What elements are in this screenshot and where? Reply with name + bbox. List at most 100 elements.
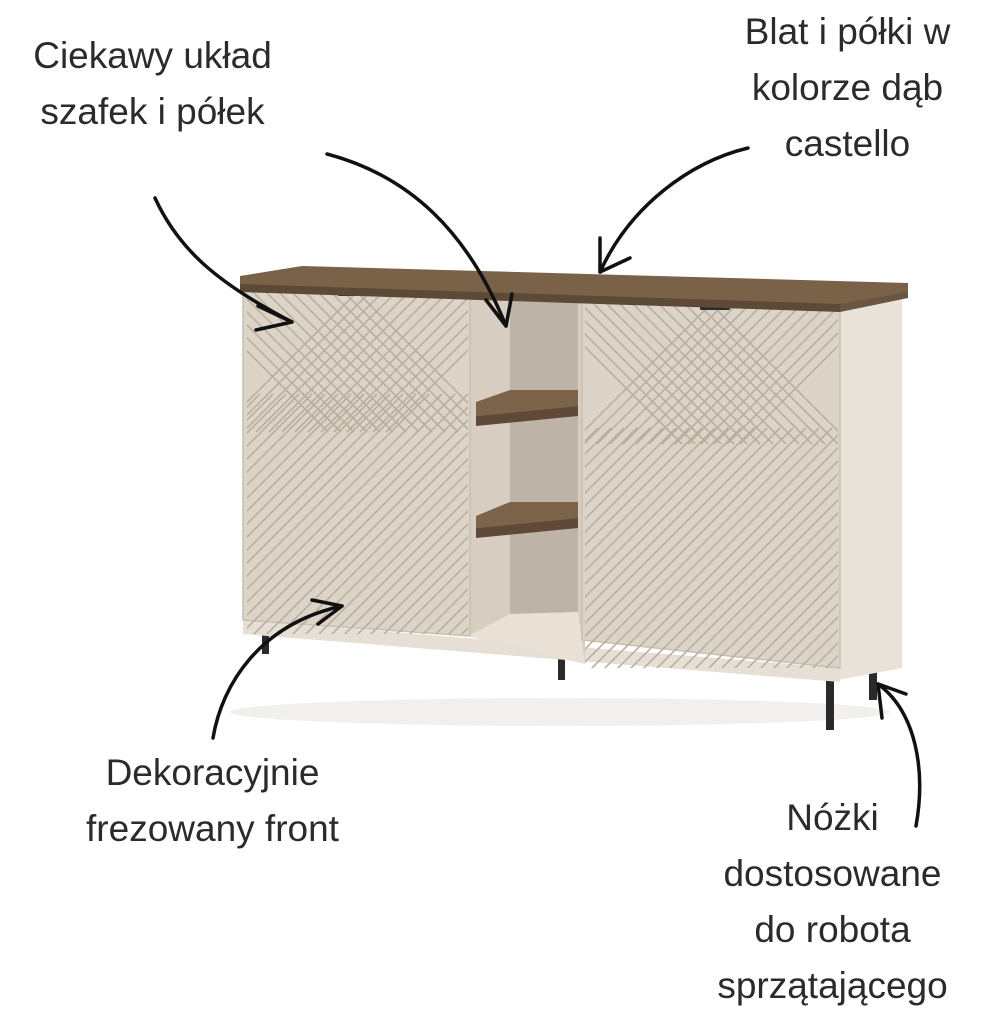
annotation-top-shelves-line: kolorze dąb <box>751 67 944 108</box>
groove-line <box>585 304 725 445</box>
groove-line <box>247 393 313 461</box>
groove-line <box>962 428 985 688</box>
arrow-icon <box>310 598 344 626</box>
groove-line <box>356 292 468 405</box>
oak-shelves <box>476 390 578 538</box>
groove-line <box>247 336 342 433</box>
groove-line <box>700 305 838 445</box>
annotation-top-shelves-line: castello <box>784 123 911 164</box>
groove-line <box>247 393 261 409</box>
groove-line <box>772 602 838 668</box>
groove-line <box>421 587 468 634</box>
groove-line <box>658 304 800 445</box>
groove-line <box>585 427 794 638</box>
groove-line <box>247 393 443 591</box>
annotation-arrows <box>153 146 922 828</box>
groove-line <box>317 292 459 433</box>
groove-line <box>910 428 985 688</box>
groove-line <box>247 310 368 433</box>
groove-line <box>694 524 838 668</box>
groove-line <box>585 427 755 599</box>
groove-line <box>346 309 468 433</box>
groove-line <box>268 292 410 433</box>
arrow-icon <box>876 682 908 720</box>
groove-line <box>713 318 838 445</box>
annotation-top-shelves: Blat i półki w kolorze dąb castello <box>705 4 985 172</box>
leg-icon <box>869 668 877 700</box>
groove-line <box>356 522 468 634</box>
groove-line <box>265 431 468 634</box>
groove-line <box>408 574 468 634</box>
groove-line <box>343 509 468 634</box>
groove-line <box>585 427 651 495</box>
groove-line <box>733 563 838 668</box>
groove-line <box>330 496 468 634</box>
arrow-icon <box>254 304 294 332</box>
groove-line <box>247 393 456 604</box>
annotation-layout: Ciekawy układ szafek i półek <box>10 28 295 140</box>
groove-line <box>596 304 738 445</box>
annotation-front-line: frezowany front <box>86 808 339 849</box>
arrow-icon <box>598 236 632 274</box>
groove-line <box>710 304 838 433</box>
leg-icon <box>826 680 834 730</box>
groove-line <box>343 292 468 418</box>
groove-line <box>247 292 358 404</box>
groove-line <box>585 427 664 508</box>
groove-line <box>585 427 638 482</box>
groove-line <box>707 537 838 668</box>
groove-line <box>247 393 417 565</box>
groove-line <box>247 393 378 526</box>
groove-line <box>616 446 838 668</box>
groove-line <box>382 548 468 634</box>
groove-line <box>385 348 468 433</box>
right-door <box>581 299 985 688</box>
annotation-legs-line: Nóżki <box>786 797 879 838</box>
groove-line <box>330 292 468 431</box>
groove-line <box>247 292 371 417</box>
annotation-layout-line: Ciekawy układ <box>33 35 272 76</box>
groove-line <box>247 393 326 474</box>
groove-line <box>585 306 722 445</box>
groove-line <box>720 550 838 668</box>
groove-line <box>585 427 781 625</box>
groove-line <box>585 304 712 432</box>
groove-line <box>655 485 838 668</box>
groove-line <box>642 472 838 668</box>
groove-line <box>629 459 838 668</box>
groove-line <box>247 393 430 578</box>
groove-line <box>681 511 838 668</box>
annotation-legs-line: sprzątającego <box>717 965 948 1006</box>
groove-line <box>585 427 807 651</box>
arrow-icon <box>876 682 922 828</box>
groove-line <box>585 427 677 521</box>
groove-line <box>247 349 329 433</box>
leg-icon <box>262 624 269 654</box>
groove-line <box>247 394 248 396</box>
groove-line <box>434 600 468 634</box>
groove-line <box>333 296 468 433</box>
groove-line <box>372 335 468 433</box>
annotation-legs-line: do robota <box>754 909 911 950</box>
arrow-icon <box>211 604 344 740</box>
arrow-icon <box>598 146 750 274</box>
annotation-front-line: Dekoracyjnie <box>105 752 320 793</box>
groove-line <box>759 589 838 668</box>
groove-line <box>622 304 764 445</box>
groove-line <box>247 393 352 500</box>
arrow-icon <box>153 196 294 324</box>
sideboard-legs <box>262 624 877 730</box>
annotation-layout-line: szafek i półek <box>40 91 265 132</box>
groove-line <box>317 483 468 634</box>
groove-line <box>359 322 468 433</box>
compartment-floor <box>468 612 585 664</box>
groove-line <box>603 433 838 668</box>
groove-line <box>291 457 468 634</box>
groove-line <box>247 323 355 433</box>
cabinet-side <box>838 296 902 680</box>
groove-line <box>739 344 838 445</box>
groove-line <box>585 427 820 664</box>
compartment-back <box>510 296 578 614</box>
annotation-legs-line: dostosowane <box>723 853 942 894</box>
